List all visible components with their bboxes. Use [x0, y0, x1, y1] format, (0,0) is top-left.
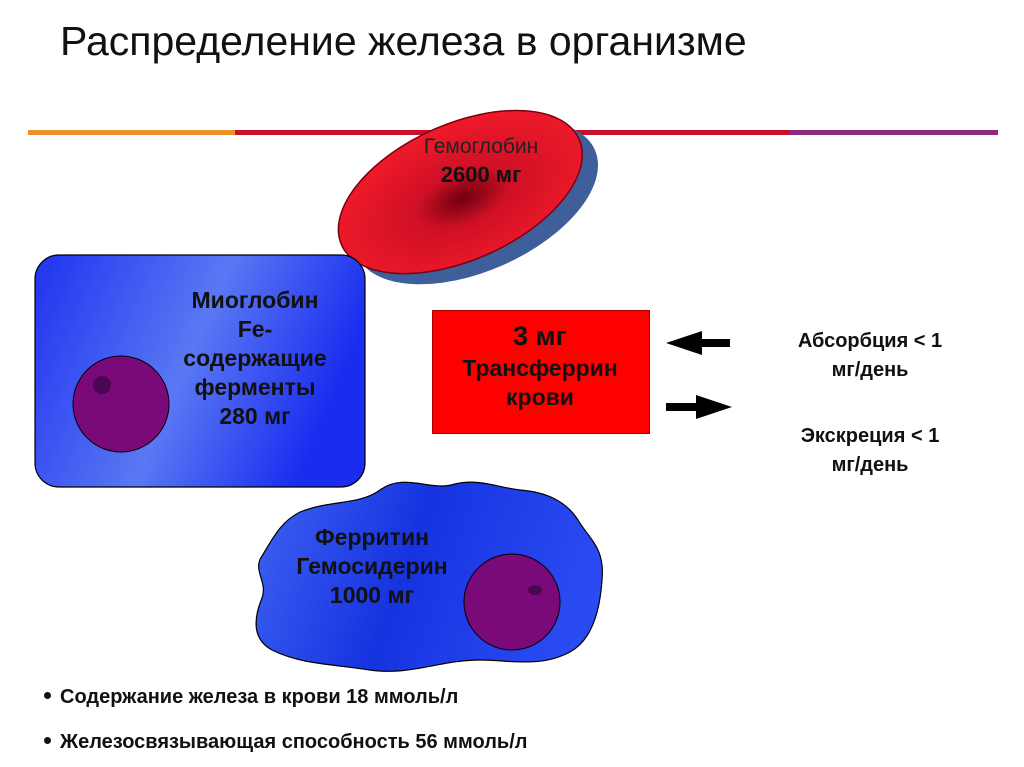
myoglobin-line: Fe-: [237, 316, 273, 342]
excretion-line1: Экскреция < 1: [800, 425, 940, 447]
bullet-text: Железосвязывающая способность 56 ммоль/л: [60, 731, 528, 753]
myoglobin-label: Миоглобин Fe- содержащие ферменты 280 мг: [150, 286, 360, 431]
ferritin-nucleus: [463, 553, 561, 651]
myoglobin-line: ферменты: [194, 374, 316, 400]
ferritin-nucleolus: [528, 585, 542, 595]
bullet-dot-icon: [44, 692, 51, 700]
myoglobin-line: 280 мг: [219, 403, 291, 429]
ferritin-label: Ферритин Гемосидерин 1000 мг: [272, 523, 472, 610]
bullet-item: Железосвязывающая способность 56 ммоль/л: [44, 731, 527, 754]
absorption-line1: Абсорбция < 1: [797, 330, 943, 352]
bullet-dot-icon: [44, 737, 51, 745]
arrow-left-icon: [666, 331, 730, 355]
absorption-line2: мг/день: [831, 359, 909, 381]
hemoglobin-amount: 2600 мг: [440, 162, 522, 187]
transferrin-label: 3 мг Трансферрин крови: [432, 318, 648, 412]
bullet-item: Содержание железа в крови 18 ммоль/л: [44, 686, 458, 709]
myoglobin-line: содержащие: [183, 345, 327, 371]
bullet-text: Содержание железа в крови 18 ммоль/л: [60, 686, 459, 708]
ferritin-line: Ферритин: [315, 524, 429, 550]
excretion-line2: мг/день: [831, 454, 909, 476]
ferritin-line: 1000 мг: [329, 582, 415, 608]
transferrin-box: [432, 310, 650, 434]
transferrin-line1: Трансферрин: [462, 355, 618, 381]
excretion-label: Экскреция < 1 мг/день: [770, 422, 970, 480]
ferritin-line: Гемосидерин: [296, 553, 448, 579]
hemoglobin-name: Гемоглобин: [423, 135, 539, 158]
arrow-right-icon: [666, 395, 732, 419]
absorption-label: Абсорбция < 1 мг/день: [770, 327, 970, 385]
transferrin-amount: 3 мг: [513, 321, 567, 351]
page-title: Распределение железа в организме: [60, 18, 747, 64]
myoglobin-line: Миоглобин: [191, 287, 319, 313]
transferrin-line2: крови: [506, 384, 574, 410]
myoglobin-nucleolus: [93, 376, 111, 394]
hemoglobin-disc: [337, 109, 598, 285]
